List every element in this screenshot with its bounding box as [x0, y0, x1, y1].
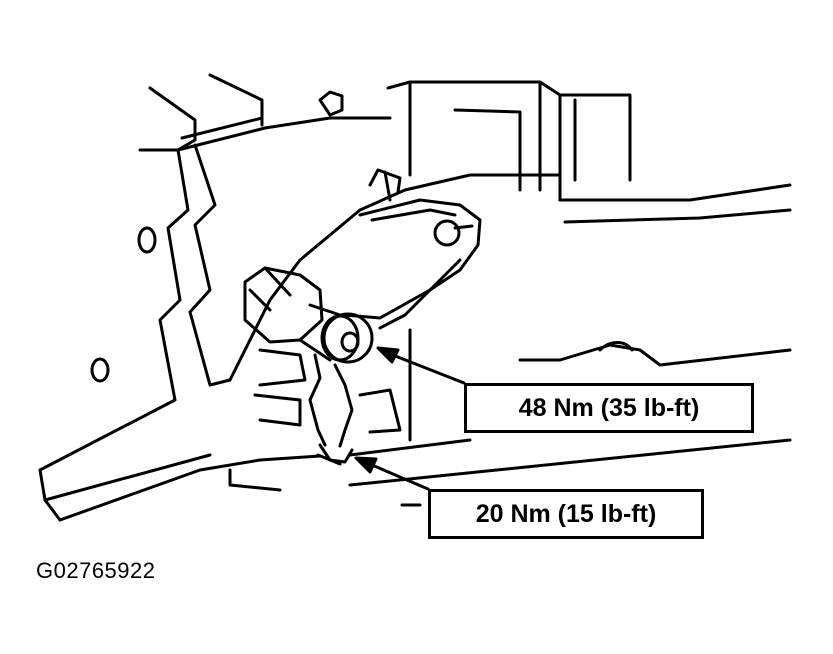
torque-callout-lower: 20 Nm (15 lb-ft) — [428, 489, 704, 539]
upper-frame — [138, 73, 792, 224]
callout-leader-lower — [354, 456, 430, 491]
figure-id: G02765922 — [36, 558, 156, 583]
lever-arm — [343, 168, 482, 330]
pivot-bolt — [243, 266, 374, 364]
callout-leader-upper — [376, 346, 466, 385]
torque-callout-upper-text: 48 Nm (35 lb-ft) — [518, 393, 700, 422]
torque-callout-lower-text: 20 Nm (15 lb-ft) — [475, 499, 657, 528]
lower-rail — [43, 341, 792, 522]
left-bracket-plate — [38, 143, 562, 522]
mount-bracket — [253, 328, 412, 466]
torque-callout-upper: 48 Nm (35 lb-ft) — [464, 383, 754, 433]
